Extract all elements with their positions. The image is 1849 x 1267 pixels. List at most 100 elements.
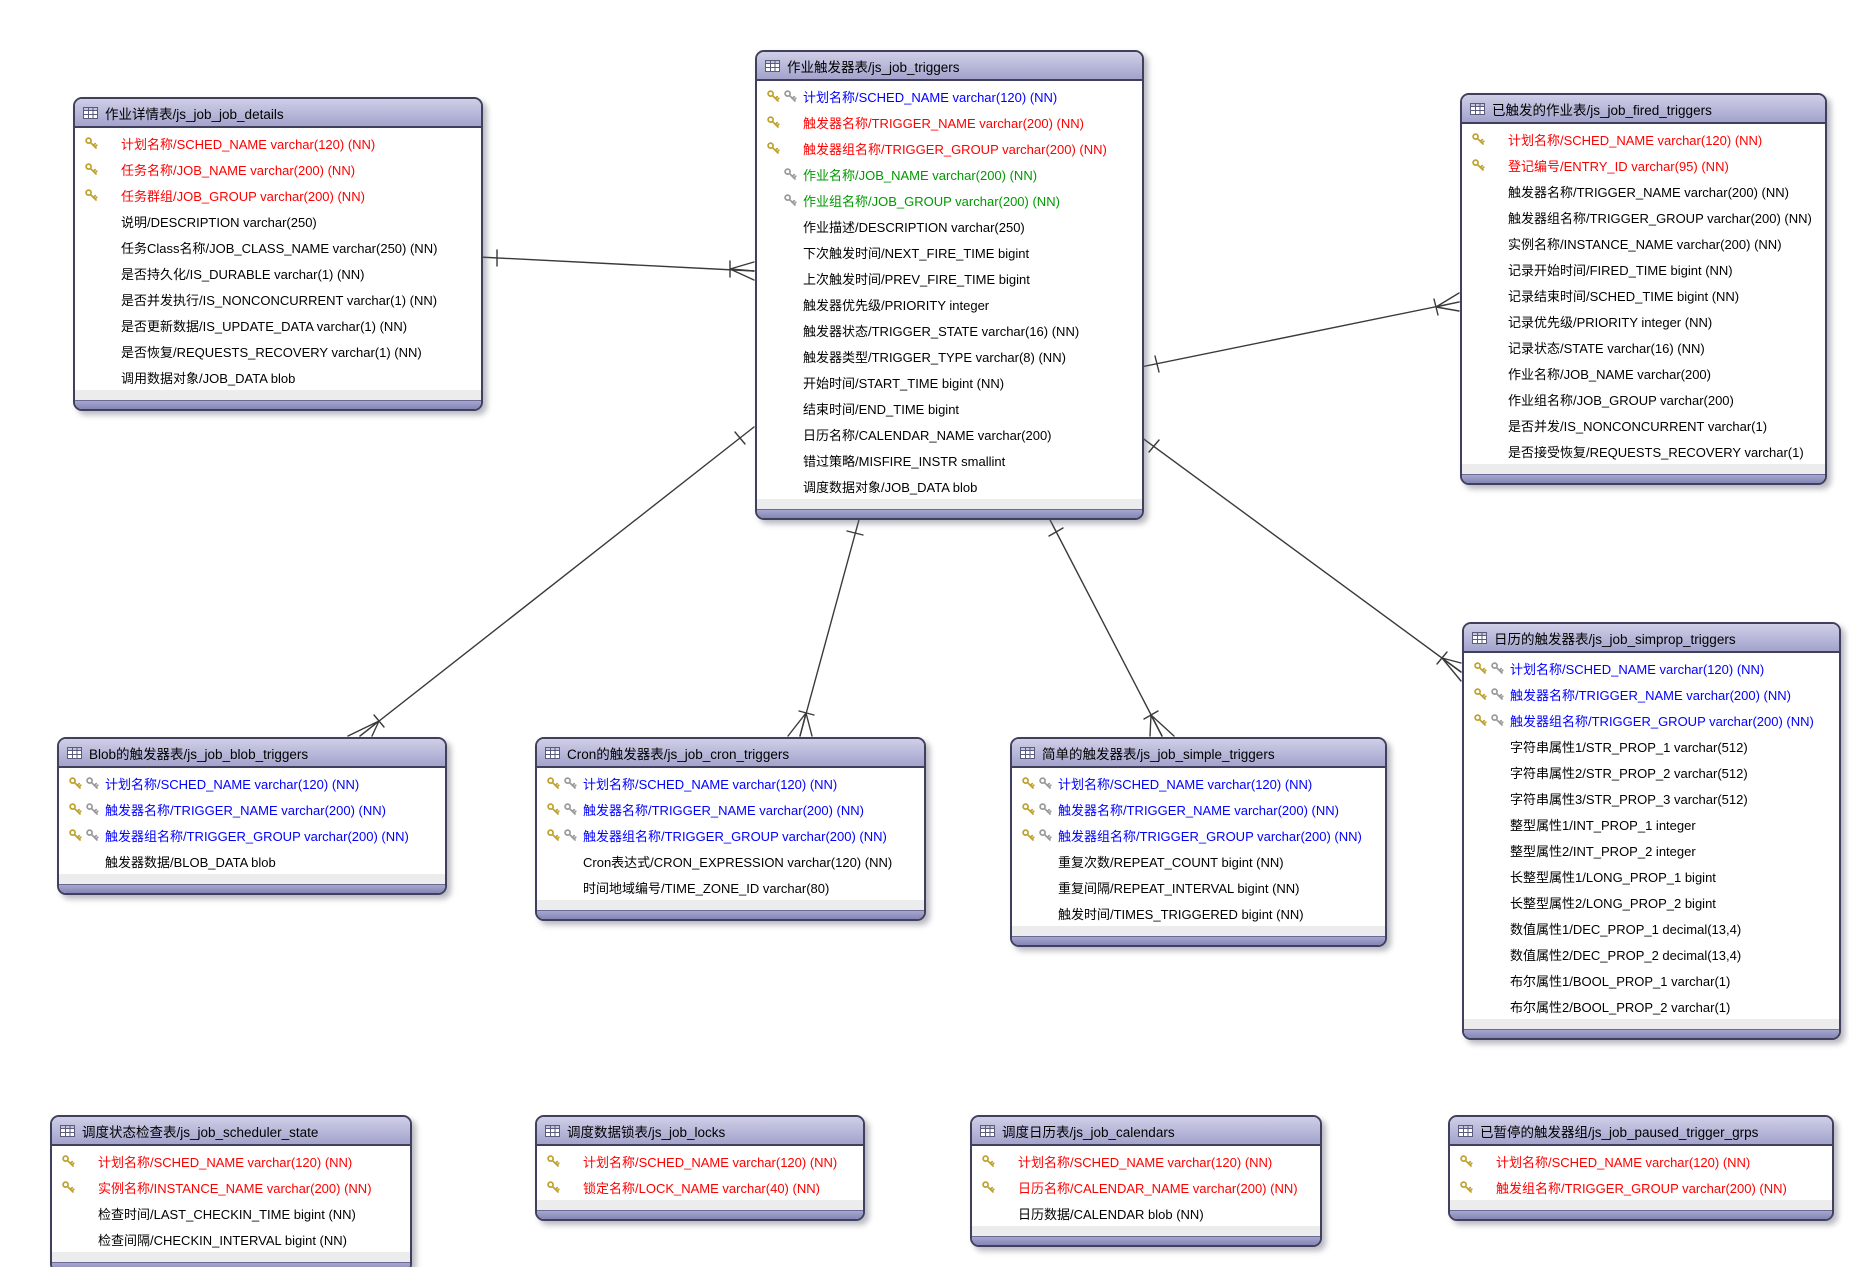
column-row[interactable]: 字符串属性1/STR_PROP_1 varchar(512) bbox=[1464, 733, 1839, 759]
column-row[interactable]: 布尔属性1/BOOL_PROP_1 varchar(1) bbox=[1464, 967, 1839, 993]
column-row[interactable]: 触发器组名称/TRIGGER_GROUP varchar(200) (NN) bbox=[1464, 707, 1839, 733]
table-js_job_cron_triggers[interactable]: Cron的触发器表/js_job_cron_triggers 计划名称/SCHE… bbox=[535, 737, 926, 921]
column-row[interactable]: 触发器组名称/TRIGGER_GROUP varchar(200) (NN) bbox=[537, 822, 924, 848]
column-row[interactable]: 检查时间/LAST_CHECKIN_TIME bigint (NN) bbox=[52, 1200, 410, 1226]
column-row[interactable]: 记录开始时间/FIRED_TIME bigint (NN) bbox=[1462, 256, 1825, 282]
column-row[interactable]: 是否并发/IS_NONCONCURRENT varchar(1) bbox=[1462, 412, 1825, 438]
column-row[interactable]: 触发时间/TIMES_TRIGGERED bigint (NN) bbox=[1012, 900, 1385, 926]
column-row[interactable]: 触发器名称/TRIGGER_NAME varchar(200) (NN) bbox=[59, 796, 445, 822]
column-row[interactable]: 计划名称/SCHED_NAME varchar(120) (NN) bbox=[75, 130, 481, 156]
column-row[interactable]: 作业组名称/JOB_GROUP varchar(200) bbox=[1462, 386, 1825, 412]
table-header-js_job_paused_trigger_grps[interactable]: 已暂停的触发器组/js_job_paused_trigger_grps bbox=[1450, 1117, 1832, 1146]
column-row[interactable]: 字符串属性3/STR_PROP_3 varchar(512) bbox=[1464, 785, 1839, 811]
column-row[interactable]: 触发器组名称/TRIGGER_GROUP varchar(200) (NN) bbox=[59, 822, 445, 848]
table-js_job_triggers[interactable]: 作业触发器表/js_job_triggers 计划名称/SCHED_NAME v… bbox=[755, 50, 1144, 520]
table-header-js_job_simple_triggers[interactable]: 简单的触发器表/js_job_simple_triggers bbox=[1012, 739, 1385, 768]
column-row[interactable]: 日历名称/CALENDAR_NAME varchar(200) bbox=[757, 421, 1142, 447]
column-row[interactable]: 记录结束时间/SCHED_TIME bigint (NN) bbox=[1462, 282, 1825, 308]
column-row[interactable]: 长整型属性2/LONG_PROP_2 bigint bbox=[1464, 889, 1839, 915]
column-row[interactable]: 计划名称/SCHED_NAME varchar(120) (NN) bbox=[1012, 770, 1385, 796]
column-row[interactable]: 计划名称/SCHED_NAME varchar(120) (NN) bbox=[537, 1148, 863, 1174]
table-header-js_job_simprop_triggers[interactable]: 日历的触发器表/js_job_simprop_triggers bbox=[1464, 624, 1839, 653]
column-row[interactable]: 记录状态/STATE varchar(16) (NN) bbox=[1462, 334, 1825, 360]
column-row[interactable]: 错过策略/MISFIRE_INSTR smallint bbox=[757, 447, 1142, 473]
table-header-js_job_scheduler_state[interactable]: 调度状态检查表/js_job_scheduler_state bbox=[52, 1117, 410, 1146]
column-row[interactable]: 触发器名称/TRIGGER_NAME varchar(200) (NN) bbox=[537, 796, 924, 822]
column-row[interactable]: 触发器组名称/TRIGGER_GROUP varchar(200) (NN) bbox=[1012, 822, 1385, 848]
column-row[interactable]: 触发组名称/TRIGGER_GROUP varchar(200) (NN) bbox=[1450, 1174, 1832, 1200]
table-header-js_job_calendars[interactable]: 调度日历表/js_job_calendars bbox=[972, 1117, 1320, 1146]
table-header-js_job_locks[interactable]: 调度数据锁表/js_job_locks bbox=[537, 1117, 863, 1146]
column-row[interactable]: 日历名称/CALENDAR_NAME varchar(200) (NN) bbox=[972, 1174, 1320, 1200]
column-row[interactable]: 锁定名称/LOCK_NAME varchar(40) (NN) bbox=[537, 1174, 863, 1200]
column-row[interactable]: 长整型属性1/LONG_PROP_1 bigint bbox=[1464, 863, 1839, 889]
column-row[interactable]: 数值属性1/DEC_PROP_1 decimal(13,4) bbox=[1464, 915, 1839, 941]
column-row[interactable]: 整型属性1/INT_PROP_1 integer bbox=[1464, 811, 1839, 837]
column-row[interactable]: 时间地域编号/TIME_ZONE_ID varchar(80) bbox=[537, 874, 924, 900]
column-row[interactable]: 开始时间/START_TIME bigint (NN) bbox=[757, 369, 1142, 395]
table-js_job_paused_trigger_grps[interactable]: 已暂停的触发器组/js_job_paused_trigger_grps 计划名称… bbox=[1448, 1115, 1834, 1221]
column-row[interactable]: 说明/DESCRIPTION varchar(250) bbox=[75, 208, 481, 234]
column-row[interactable]: 计划名称/SCHED_NAME varchar(120) (NN) bbox=[1462, 126, 1825, 152]
column-row[interactable]: 是否并发执行/IS_NONCONCURRENT varchar(1) (NN) bbox=[75, 286, 481, 312]
column-row[interactable]: 触发器名称/TRIGGER_NAME varchar(200) (NN) bbox=[1464, 681, 1839, 707]
column-row[interactable]: 是否接受恢复/REQUESTS_RECOVERY varchar(1) bbox=[1462, 438, 1825, 464]
column-row[interactable]: 计划名称/SCHED_NAME varchar(120) (NN) bbox=[52, 1148, 410, 1174]
table-js_job_scheduler_state[interactable]: 调度状态检查表/js_job_scheduler_state 计划名称/SCHE… bbox=[50, 1115, 412, 1267]
table-header-js_job_triggers[interactable]: 作业触发器表/js_job_triggers bbox=[757, 52, 1142, 81]
column-row[interactable]: 数值属性2/DEC_PROP_2 decimal(13,4) bbox=[1464, 941, 1839, 967]
column-row[interactable]: 计划名称/SCHED_NAME varchar(120) (NN) bbox=[972, 1148, 1320, 1174]
column-row[interactable]: 调用数据对象/JOB_DATA blob bbox=[75, 364, 481, 390]
column-row[interactable]: 下次触发时间/NEXT_FIRE_TIME bigint bbox=[757, 239, 1142, 265]
column-row[interactable]: 触发器组名称/TRIGGER_GROUP varchar(200) (NN) bbox=[1462, 204, 1825, 230]
column-row[interactable]: 触发器名称/TRIGGER_NAME varchar(200) (NN) bbox=[1012, 796, 1385, 822]
column-row[interactable]: Cron表达式/CRON_EXPRESSION varchar(120) (NN… bbox=[537, 848, 924, 874]
table-js_job_simprop_triggers[interactable]: 日历的触发器表/js_job_simprop_triggers 计划名称/SCH… bbox=[1462, 622, 1841, 1040]
column-row[interactable]: 计划名称/SCHED_NAME varchar(120) (NN) bbox=[1450, 1148, 1832, 1174]
column-row[interactable]: 任务群组/JOB_GROUP varchar(200) (NN) bbox=[75, 182, 481, 208]
column-row[interactable]: 是否恢复/REQUESTS_RECOVERY varchar(1) (NN) bbox=[75, 338, 481, 364]
column-row[interactable]: 触发器状态/TRIGGER_STATE varchar(16) (NN) bbox=[757, 317, 1142, 343]
column-row[interactable]: 登记编号/ENTRY_ID varchar(95) (NN) bbox=[1462, 152, 1825, 178]
column-row[interactable]: 触发器类型/TRIGGER_TYPE varchar(8) (NN) bbox=[757, 343, 1142, 369]
column-row[interactable]: 触发器名称/TRIGGER_NAME varchar(200) (NN) bbox=[757, 109, 1142, 135]
column-row[interactable]: 日历数据/CALENDAR blob (NN) bbox=[972, 1200, 1320, 1226]
column-row[interactable]: 作业描述/DESCRIPTION varchar(250) bbox=[757, 213, 1142, 239]
column-row[interactable]: 重复间隔/REPEAT_INTERVAL bigint (NN) bbox=[1012, 874, 1385, 900]
column-row[interactable]: 记录优先级/PRIORITY integer (NN) bbox=[1462, 308, 1825, 334]
column-row[interactable]: 结束时间/END_TIME bigint bbox=[757, 395, 1142, 421]
table-js_job_locks[interactable]: 调度数据锁表/js_job_locks 计划名称/SCHED_NAME varc… bbox=[535, 1115, 865, 1221]
column-row[interactable]: 字符串属性2/STR_PROP_2 varchar(512) bbox=[1464, 759, 1839, 785]
column-row[interactable]: 触发器数据/BLOB_DATA blob bbox=[59, 848, 445, 874]
column-row[interactable]: 任务Class名称/JOB_CLASS_NAME varchar(250) (N… bbox=[75, 234, 481, 260]
table-header-js_job_fired_triggers[interactable]: 已触发的作业表/js_job_fired_triggers bbox=[1462, 95, 1825, 124]
column-row[interactable]: 计划名称/SCHED_NAME varchar(120) (NN) bbox=[1464, 655, 1839, 681]
column-row[interactable]: 实例名称/INSTANCE_NAME varchar(200) (NN) bbox=[52, 1174, 410, 1200]
column-row[interactable]: 实例名称/INSTANCE_NAME varchar(200) (NN) bbox=[1462, 230, 1825, 256]
column-row[interactable]: 是否更新数据/IS_UPDATE_DATA varchar(1) (NN) bbox=[75, 312, 481, 338]
column-row[interactable]: 是否持久化/IS_DURABLE varchar(1) (NN) bbox=[75, 260, 481, 286]
table-js_job_calendars[interactable]: 调度日历表/js_job_calendars 计划名称/SCHED_NAME v… bbox=[970, 1115, 1322, 1247]
column-row[interactable]: 任务名称/JOB_NAME varchar(200) (NN) bbox=[75, 156, 481, 182]
table-header-js_job_blob_triggers[interactable]: Blob的触发器表/js_job_blob_triggers bbox=[59, 739, 445, 768]
column-row[interactable]: 作业名称/JOB_NAME varchar(200) bbox=[1462, 360, 1825, 386]
column-row[interactable]: 作业组名称/JOB_GROUP varchar(200) (NN) bbox=[757, 187, 1142, 213]
column-row[interactable]: 调度数据对象/JOB_DATA blob bbox=[757, 473, 1142, 499]
column-row[interactable]: 计划名称/SCHED_NAME varchar(120) (NN) bbox=[59, 770, 445, 796]
column-row[interactable]: 检查间隔/CHECKIN_INTERVAL bigint (NN) bbox=[52, 1226, 410, 1252]
column-row[interactable]: 计划名称/SCHED_NAME varchar(120) (NN) bbox=[537, 770, 924, 796]
table-header-js_job_cron_triggers[interactable]: Cron的触发器表/js_job_cron_triggers bbox=[537, 739, 924, 768]
column-row[interactable]: 作业名称/JOB_NAME varchar(200) (NN) bbox=[757, 161, 1142, 187]
column-row[interactable]: 触发器名称/TRIGGER_NAME varchar(200) (NN) bbox=[1462, 178, 1825, 204]
column-row[interactable]: 上次触发时间/PREV_FIRE_TIME bigint bbox=[757, 265, 1142, 291]
table-js_job_blob_triggers[interactable]: Blob的触发器表/js_job_blob_triggers 计划名称/SCHE… bbox=[57, 737, 447, 895]
column-row[interactable]: 整型属性2/INT_PROP_2 integer bbox=[1464, 837, 1839, 863]
column-row[interactable]: 布尔属性2/BOOL_PROP_2 varchar(1) bbox=[1464, 993, 1839, 1019]
column-row[interactable]: 计划名称/SCHED_NAME varchar(120) (NN) bbox=[757, 83, 1142, 109]
table-header-js_job_job_details[interactable]: 作业详情表/js_job_job_details bbox=[75, 99, 481, 128]
table-js_job_fired_triggers[interactable]: 已触发的作业表/js_job_fired_triggers 计划名称/SCHED… bbox=[1460, 93, 1827, 485]
column-row[interactable]: 触发器组名称/TRIGGER_GROUP varchar(200) (NN) bbox=[757, 135, 1142, 161]
column-row[interactable]: 重复次数/REPEAT_COUNT bigint (NN) bbox=[1012, 848, 1385, 874]
column-row[interactable]: 触发器优先级/PRIORITY integer bbox=[757, 291, 1142, 317]
table-js_job_job_details[interactable]: 作业详情表/js_job_job_details 计划名称/SCHED_NAME… bbox=[73, 97, 483, 411]
